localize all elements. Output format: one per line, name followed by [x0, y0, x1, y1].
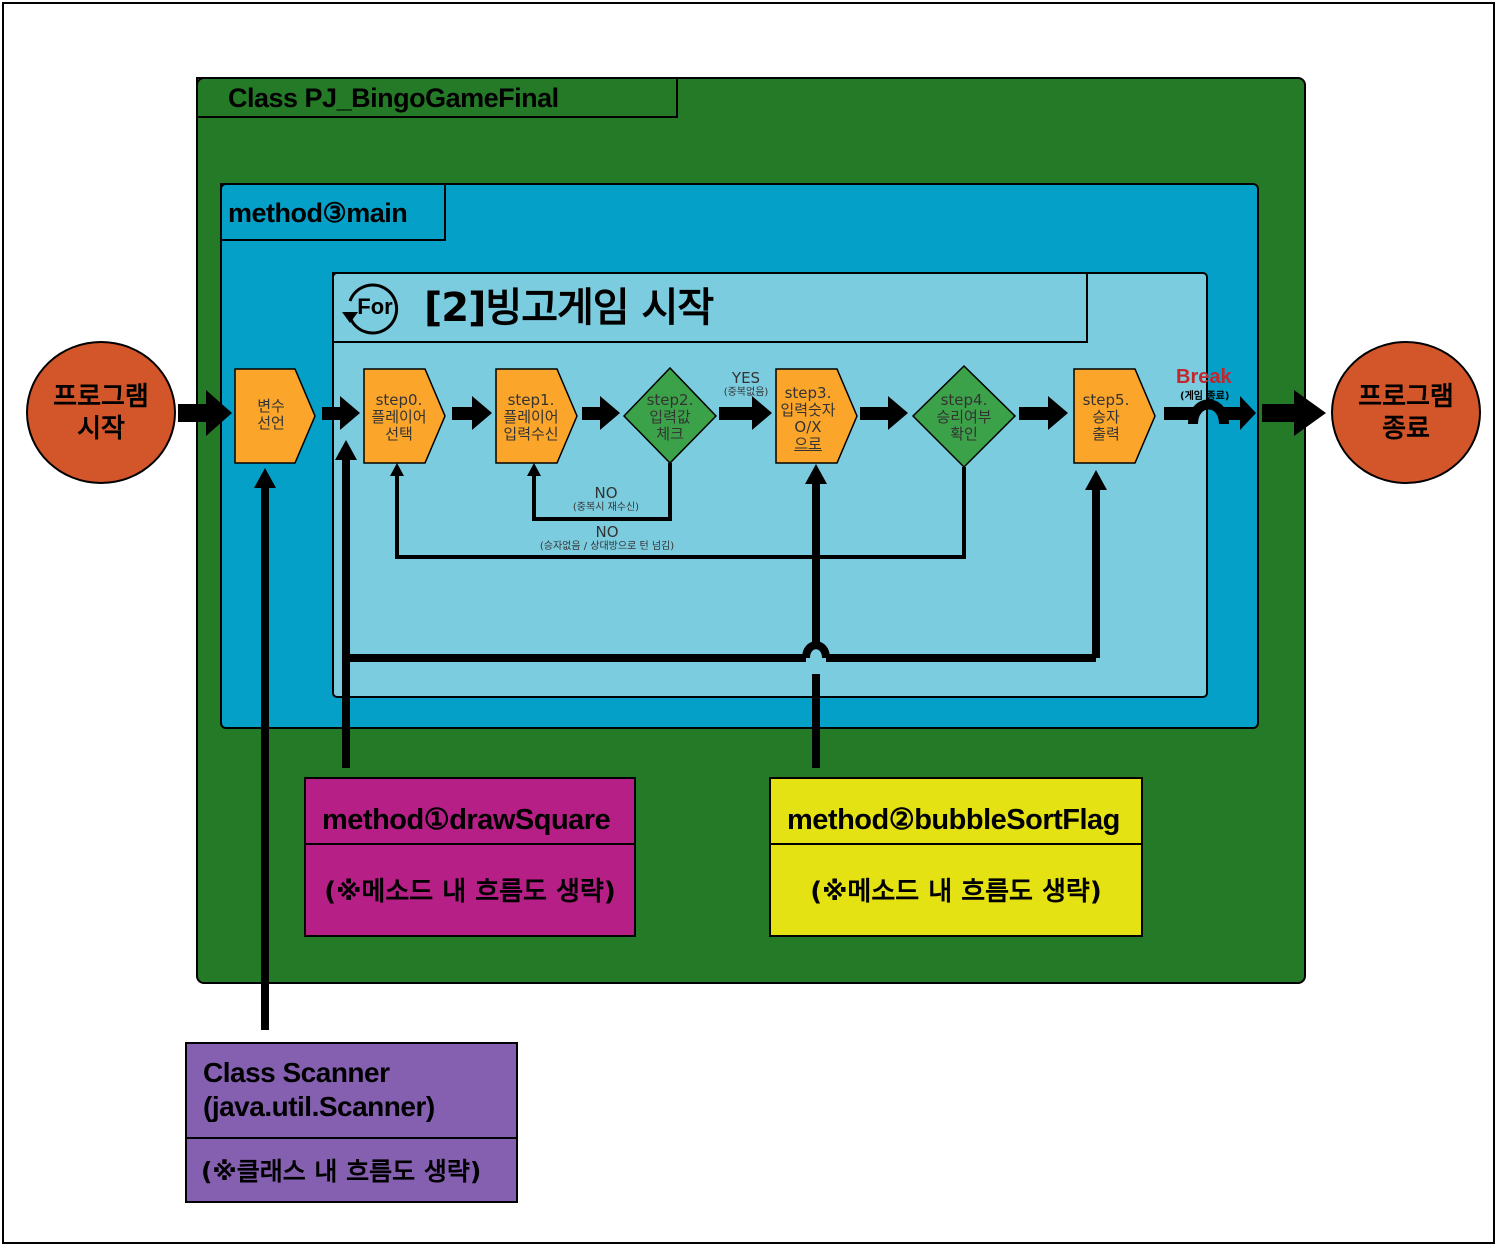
scanner-title-line2: (java.util.Scanner) — [203, 1091, 435, 1122]
node-step0 — [363, 368, 446, 464]
for-loop-header — [332, 272, 1088, 343]
program-end: 프로그램 종료 — [1331, 341, 1481, 484]
for-loop-title: [2]빙고게임 시작 — [424, 285, 714, 331]
label-step3: step3. 입력숫자 O/X 으로 — [768, 385, 848, 453]
scanner-box: Class Scanner (java.util.Scanner) (※클래스 … — [185, 1042, 518, 1203]
loop-icon: For — [342, 283, 399, 335]
method2-box: method②bubbleSortFlag (※메소드 내 흐름도 생략) — [769, 777, 1143, 937]
node-step1 — [495, 368, 578, 464]
step3-line2: 입력숫자 — [780, 401, 836, 419]
label-no2: NO (승자없음 / 상대방으로 턴 넘김) — [517, 523, 697, 553]
label-vars: 변수 선언 — [236, 398, 306, 432]
yes-sub: (중복없음) — [723, 387, 769, 398]
label-yes: YES (중복없음) — [716, 369, 776, 399]
step4-line1: step4. — [940, 391, 988, 409]
step3-line3: O/X — [794, 418, 822, 436]
step1-line3: 입력수신 — [503, 425, 559, 443]
no1-label: NO — [594, 484, 618, 502]
end-line2: 종료 — [1382, 413, 1430, 444]
label-step0: step0. 플레이어 선택 — [359, 392, 439, 443]
no1-sub: (중복시 재수신) — [572, 502, 640, 513]
yes-label: YES — [731, 369, 761, 387]
scanner-title: Class Scanner (java.util.Scanner) — [187, 1044, 516, 1139]
end-line1: 프로그램 — [1358, 381, 1454, 412]
step2-line2: 입력값 — [649, 408, 691, 426]
no2-label: NO — [595, 523, 619, 541]
break-sub: (게임 종료) — [1180, 391, 1230, 402]
program-start: 프로그램 시작 — [26, 341, 176, 484]
break-label: Break — [1176, 366, 1232, 388]
step0-line3: 선택 — [385, 425, 413, 443]
step4-line3: 확인 — [950, 425, 978, 443]
method1-title: method①drawSquare — [306, 779, 634, 845]
step5-line1: step5. — [1082, 391, 1130, 409]
node-step5 — [1073, 368, 1156, 464]
step0-line2: 플레이어 — [371, 408, 427, 426]
node-step3 — [775, 368, 858, 464]
step5-line3: 출력 — [1092, 425, 1120, 443]
start-line2: 시작 — [77, 413, 125, 444]
step2-line1: step2. — [646, 391, 694, 409]
class-title: Class PJ_BingoGameFinal — [196, 77, 678, 118]
flow-arrows — [178, 390, 1326, 436]
method-links — [261, 455, 1100, 1030]
scanner-note: (※클래스 내 흐름도 생략) — [201, 1157, 482, 1186]
method1-note: (※메소드 내 흐름도 생략) — [324, 876, 616, 907]
vars-line2: 선언 — [257, 414, 285, 432]
no2-sub: (승자없음 / 상대방으로 턴 넘김) — [539, 541, 675, 552]
step0-line1: step0. — [375, 391, 423, 409]
step1-line2: 플레이어 — [503, 408, 559, 426]
step5-line2: 승자 — [1092, 408, 1120, 426]
node-vars — [234, 368, 316, 464]
scanner-title-line1: Class Scanner — [203, 1057, 390, 1088]
method2-title: method②bubbleSortFlag — [771, 779, 1141, 845]
no-loops — [395, 463, 966, 559]
step1-line1: step1. — [507, 391, 555, 409]
break-jump — [1188, 399, 1229, 425]
loop-keyword: For — [357, 294, 393, 319]
step4-line2: 승리여부 — [936, 408, 992, 426]
step3-line1: step3. — [784, 384, 832, 402]
label-step4: step4. 승리여부 확인 — [924, 392, 1004, 443]
main-method-title: method③main — [220, 183, 446, 241]
label-no1: NO (중복시 재수신) — [556, 484, 656, 514]
method1-box: method①drawSquare (※메소드 내 흐름도 생략) — [304, 777, 636, 937]
label-step1: step1. 플레이어 입력수신 — [491, 392, 571, 443]
label-step5: step5. 승자 출력 — [1066, 392, 1146, 443]
step3-line4: 으로 — [794, 435, 822, 453]
start-line1: 프로그램 — [53, 381, 149, 412]
vars-line1: 변수 — [257, 397, 285, 415]
label-step2: step2. 입력값 체크 — [630, 392, 710, 443]
method2-note: (※메소드 내 흐름도 생략) — [810, 876, 1102, 907]
step2-line3: 체크 — [656, 425, 684, 443]
